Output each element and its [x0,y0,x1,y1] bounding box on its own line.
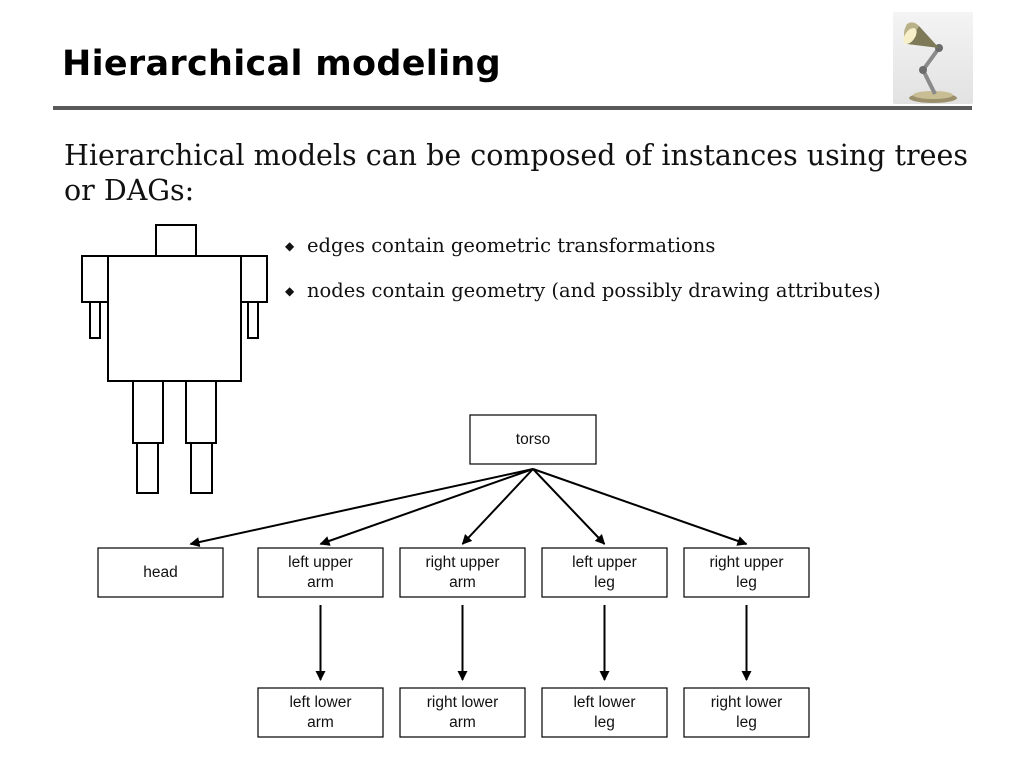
diamond-bullet-icon: ◆ [285,239,295,253]
node-level2: left lower arm [257,687,384,738]
node-level2: right lower leg [683,687,810,738]
slide-title: Hierarchical modeling [62,44,501,84]
node-level1: head [97,547,224,598]
node-level1-label: left upper [288,554,353,571]
robot-figure-icon [81,224,268,494]
node-level2-label: left lower [289,694,351,711]
node-level1-label: left upper [572,554,637,571]
node-level1-label: head [143,564,177,581]
desk-lamp-icon [893,12,973,104]
node-level1-label: leg [736,574,757,591]
node-level2-label: right lower [427,694,499,711]
edge-arrow [532,468,748,546]
node-level1-label: arm [307,574,334,591]
edge-arrow [319,468,534,546]
bullet-item: ◆ nodes contain geometry (and possibly dr… [285,276,881,321]
node-level1-box [541,547,668,598]
node-level2-label: leg [736,714,757,731]
title-divider [53,106,972,110]
node-level2: right lower arm [399,687,526,738]
node-level2-label: right lower [711,694,783,711]
node-level1-label: right upper [425,554,499,571]
node-level1-label: arm [449,574,476,591]
node-level2-box [257,687,384,738]
node-torso: torso [469,414,597,465]
node-level2-label: arm [449,714,476,731]
node-level2-box [541,687,668,738]
node-torso-label: torso [516,431,550,448]
node-level2-box [399,687,526,738]
node-torso-box [469,414,597,465]
node-level2-label: arm [307,714,334,731]
bullet-text: edges contain geometric transformations [307,234,716,257]
diamond-bullet-icon: ◆ [285,284,295,298]
tree-edges [189,468,752,681]
node-level1-box [257,547,384,598]
bullet-item: ◆ edges contain geometric transformations [285,231,881,276]
node-level2-box [683,687,810,738]
intro-text: Hierarchical models can be composed of i… [64,139,968,207]
node-level1: right upper arm [399,547,526,598]
node-level2: left lower leg [541,687,668,738]
edge-arrow [461,468,534,545]
edge-arrow [532,468,606,545]
node-level1-box [683,547,810,598]
node-level2-label: left lower [573,694,635,711]
node-level1-label: right upper [709,554,783,571]
node-level1: left upper leg [541,547,668,598]
edge-arrow [189,468,534,547]
node-level2-label: leg [594,714,615,731]
bullet-list: ◆ edges contain geometric transformations… [285,231,881,321]
node-level1-box [97,547,224,598]
node-level1: left upper arm [257,547,384,598]
node-level1-box [399,547,526,598]
node-level1-label: leg [594,574,615,591]
node-level1: right upper leg [683,547,810,598]
bullet-text: nodes contain geometry (and possibly dra… [307,279,881,302]
